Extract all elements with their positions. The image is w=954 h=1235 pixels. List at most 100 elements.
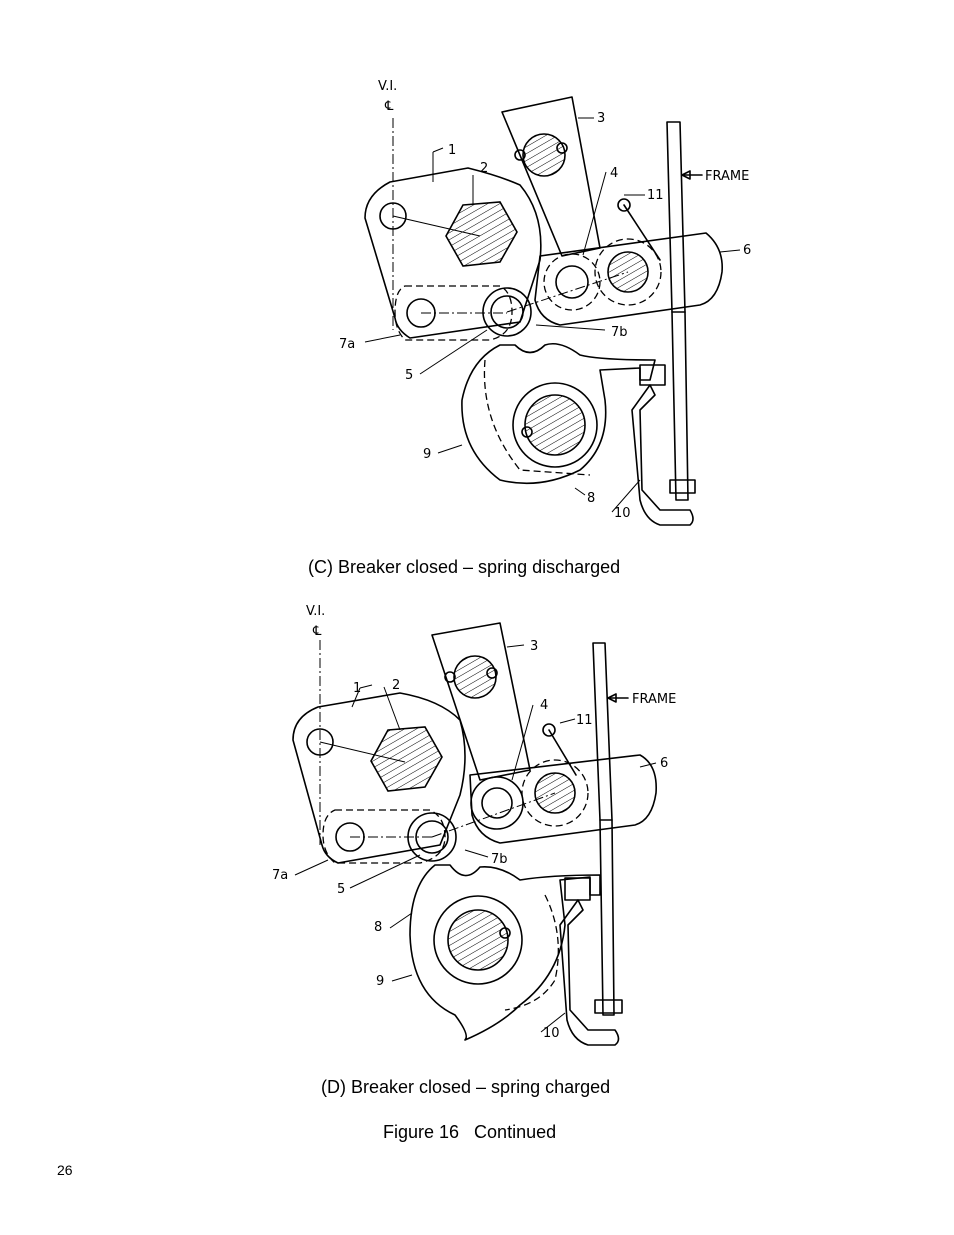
leader-1 [432,147,444,153]
latch-10 [631,384,694,526]
label-4: 4 [540,698,548,713]
mechanism-diagram-c: V.I. ℄ 1 2 3 4 5 6 7a 7b 8 9 10 11 FRAME [0,0,954,560]
roller-4 [543,253,601,311]
frame-arrowhead [681,170,691,180]
vi-pivot [306,728,334,756]
cam-pin [521,426,533,438]
label-1: 1 [448,143,456,158]
link-7a [322,809,446,864]
hex-shaft-2 [370,726,443,792]
leader-1b [351,687,361,708]
leader-8 [389,912,413,929]
roller-6 [607,251,649,293]
label-10: 10 [543,1026,560,1041]
leader-1 [359,684,373,689]
pin-3-dot [486,667,498,679]
label-9: 9 [376,974,384,989]
label-1: 1 [353,681,361,696]
leader-5 [419,329,488,375]
leader-6 [719,249,741,253]
roller-5 [482,287,532,337]
leader-7a [364,334,401,343]
leader-5 [349,854,421,889]
leader-3 [506,644,525,648]
leader-4 [511,704,534,781]
caption-d: (D) Breaker closed – spring charged [321,1077,611,1097]
latch-10 [559,899,620,1046]
label-3: 3 [530,639,538,654]
leader-4 [582,171,607,256]
label-2: 2 [392,678,400,693]
spring-11 [623,204,661,261]
cam-8-outline [504,894,559,1011]
label-6: 6 [660,756,668,771]
leader-2 [383,686,401,731]
roller-5 [407,812,457,862]
frame-bar-lower [671,311,689,501]
label-7b: 7b [611,325,628,340]
label-6: 6 [743,243,751,258]
frame-bar [592,642,613,821]
cam-shaft-outer [512,382,598,468]
label-centerline: ℄ [312,624,322,639]
cam-shaft-outer [433,895,523,985]
figure-title: Figure 16 Continued [383,1122,557,1142]
label-centerline: ℄ [384,99,394,114]
pin-11 [617,198,631,212]
mechanism-diagram-d: V.I. ℄ 1 2 3 4 5 6 7a 7b 8 9 10 11 FRAME [0,595,954,1075]
label-5: 5 [405,368,413,383]
roller-4 [470,776,524,830]
label-2: 2 [480,161,488,176]
roller-4-inner [555,265,589,299]
lever-3 [431,622,531,781]
label-frame: FRAME [705,169,749,184]
label-7a: 7a [272,868,288,883]
label-5: 5 [337,882,345,897]
pin-3-small [514,149,526,161]
latch-stop [594,999,623,1014]
roller-4-inner [481,787,513,819]
latch-stop [669,479,696,494]
line-5-6 [506,271,629,313]
cam-pin [499,927,511,939]
spring-11 [548,729,577,776]
leader-9 [391,974,413,982]
label-4: 4 [610,166,618,181]
pin-3-small [444,671,456,683]
label-3: 3 [597,111,605,126]
label-8: 8 [374,920,382,935]
label-9: 9 [423,447,431,462]
leader-11 [559,718,576,724]
roller-6-outer [594,238,662,306]
frame-arrowhead [607,693,617,703]
label-vi: V.I. [306,604,325,619]
leader-7b [535,324,606,331]
label-11: 11 [647,188,664,203]
cam-shaft [524,394,586,456]
pin-11 [542,723,556,737]
leader-7a [294,859,329,876]
cam-9 [461,342,656,485]
link-6 [534,232,723,326]
cam-shaft [447,909,509,971]
line-5-6 [431,792,556,838]
leader-10 [540,1012,566,1033]
cam-9 [409,864,601,1041]
frame-bar [666,121,686,313]
label-10: 10 [614,506,631,521]
latch-block [639,364,666,386]
frame-bar-lower [599,819,615,1016]
link-7a [394,285,513,341]
latch-block [564,877,591,901]
roller-5-inner [415,820,449,854]
hex-shaft-2 [445,201,518,267]
label-frame: FRAME [632,692,676,707]
lever-1 [292,692,466,864]
roller-5-inner [490,295,524,329]
leader-7b [464,849,489,858]
link-6 [469,754,657,844]
leader-9 [437,444,463,454]
leader-10 [611,479,641,513]
leader-6 [639,762,657,768]
pin-3 [522,133,566,177]
